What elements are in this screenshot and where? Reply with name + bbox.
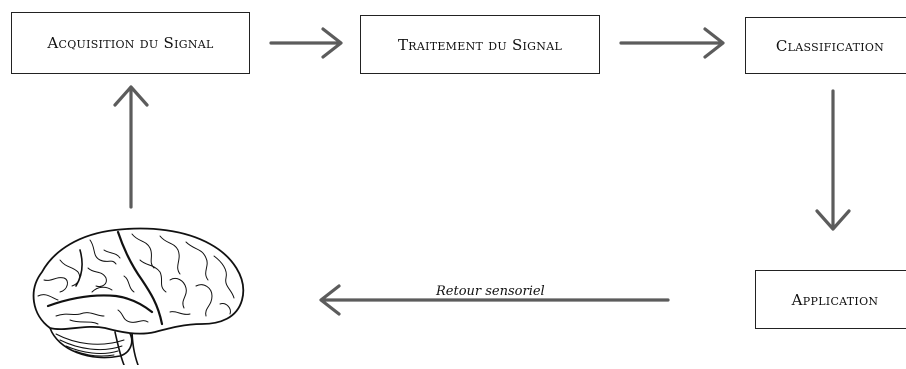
- arrow-brain-to-acq: [113, 85, 149, 209]
- classification-box: Classification: [745, 17, 906, 74]
- application-box: Application: [755, 270, 906, 329]
- classification-label: Classification: [775, 36, 885, 55]
- feedback-label: Retour sensoriel: [436, 284, 545, 299]
- brain-illustration-icon: [20, 220, 260, 366]
- arrow-class-to-app: [815, 89, 851, 231]
- acquisition-box: Acquisition du Signal: [11, 12, 250, 74]
- arrow-feedback: [319, 284, 670, 316]
- acquisition-label: Acquisition du Signal: [47, 34, 214, 52]
- traitement-box: Traitement du Signal: [360, 15, 600, 74]
- arrow-acq-to-trait: [269, 27, 343, 59]
- arrow-trait-to-class: [619, 27, 725, 59]
- traitement-label: Traitement du Signal: [397, 35, 563, 54]
- application-label: Application: [791, 290, 879, 309]
